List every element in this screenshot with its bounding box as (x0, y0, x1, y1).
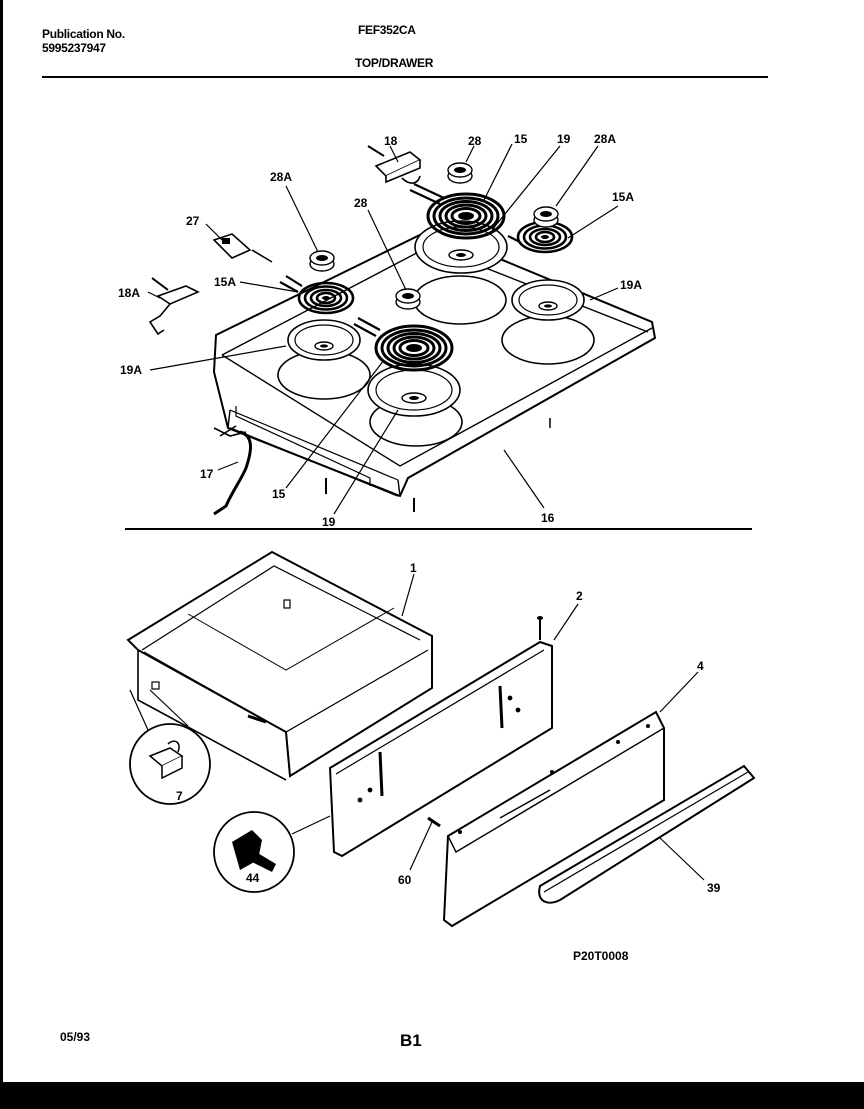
publication-label: Publication No. (42, 27, 125, 41)
diagram-reference-code: P20T0008 (573, 949, 629, 963)
drawer-panel-2 (328, 616, 553, 858)
publication-number: 5995237947 (42, 41, 106, 55)
callout-19: 19 (322, 515, 336, 529)
callout-16: 16 (541, 511, 555, 525)
callout-19A: 19A (120, 363, 142, 377)
leader-lines-drawer (401, 573, 705, 881)
callout-19A: 19A (620, 278, 642, 292)
callout-17: 17 (200, 467, 214, 481)
section-divider (125, 528, 752, 530)
receptacle-block-18 (367, 145, 422, 184)
callout-7: 7 (176, 789, 183, 803)
surface-unit-large (374, 324, 454, 372)
callout-4: 4 (697, 659, 704, 673)
drawer-assembly (126, 550, 433, 781)
callout-28: 28 (354, 196, 368, 210)
element-terminals (279, 183, 521, 337)
drawer-handle-39 (538, 764, 756, 904)
drip-pan-large (367, 363, 461, 417)
surface-unit-large (426, 192, 506, 240)
detail-circle-44 (213, 811, 331, 893)
callout-39: 39 (707, 881, 721, 895)
publication-date: 05/93 (60, 1030, 91, 1044)
bracket-18A (148, 277, 200, 336)
callout-44: 44 (246, 871, 260, 885)
header-rule (42, 76, 768, 78)
page-number: B1 (400, 1031, 422, 1050)
receptacle-27 (212, 233, 273, 263)
callout-28A: 28A (270, 170, 292, 184)
drip-pan-small (287, 319, 361, 361)
callout-19: 19 (557, 132, 571, 146)
model-number: FEF352CA (358, 23, 416, 37)
trim-ring-28 (447, 162, 473, 184)
detail-circle-7 (129, 689, 211, 805)
section-title: TOP/DRAWER (355, 56, 434, 70)
callout-1: 1 (410, 561, 417, 575)
trim-ring-28A (533, 206, 559, 228)
trim-ring-28A (309, 250, 335, 272)
trim-ring-28 (395, 288, 421, 310)
drawer-front-4 (442, 710, 665, 928)
callout-15A: 15A (612, 190, 634, 204)
callout-2: 2 (576, 589, 583, 603)
callout-28: 28 (468, 134, 482, 148)
screw-60 (427, 816, 441, 828)
callout-18: 18 (384, 134, 398, 148)
callout-15: 15 (514, 132, 528, 146)
drip-pan-small (511, 279, 585, 321)
callout-15: 15 (272, 487, 286, 501)
callout-60: 60 (398, 873, 412, 887)
callout-27: 27 (186, 214, 200, 228)
callout-15A: 15A (214, 275, 236, 289)
page-bottom-edge (0, 1082, 864, 1109)
wire-harness-17 (213, 425, 252, 516)
callout-28A: 28A (594, 132, 616, 146)
leader-lines-top (147, 143, 619, 515)
callout-18A: 18A (118, 286, 140, 300)
page-left-edge (0, 0, 3, 1109)
